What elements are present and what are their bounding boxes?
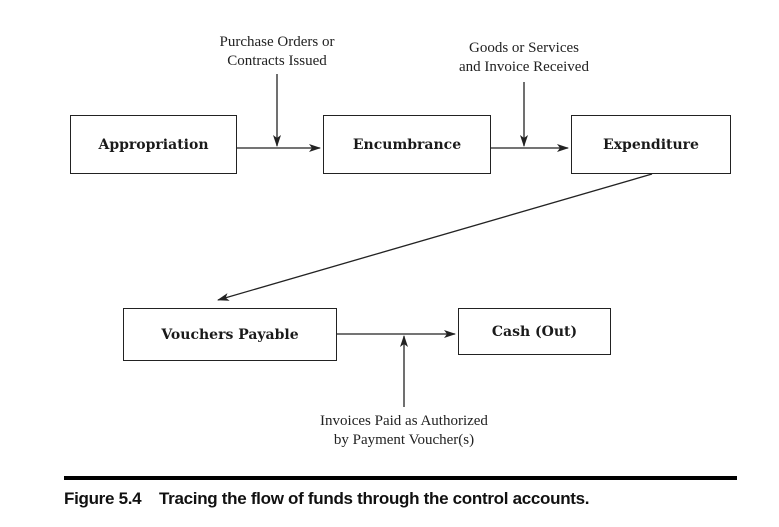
node-vouchers-payable: Vouchers Payable: [123, 308, 337, 361]
node-expenditure: Expenditure: [571, 115, 731, 174]
node-label: Appropriation: [98, 136, 209, 153]
caption-label: Figure 5.4: [64, 489, 142, 508]
annotation-line: Goods or Services: [469, 40, 579, 56]
node-encumbrance: Encumbrance: [323, 115, 491, 174]
figure-caption: Figure 5.4 Tracing the flow of funds thr…: [64, 489, 590, 509]
annotation-line: and Invoice Received: [459, 59, 589, 75]
arrow-expenditure-to-vouchers: [217, 173, 653, 301]
node-label: Encumbrance: [352, 136, 462, 153]
node-label: Vouchers Payable: [161, 326, 299, 343]
annotation-line: Purchase Orders or: [219, 34, 335, 50]
caption-text: Tracing the flow of funds through the co…: [159, 489, 590, 508]
node-appropriation: Appropriation: [70, 115, 237, 174]
node-cash-out: Cash (Out): [458, 308, 611, 355]
annotation-line: by Payment Voucher(s): [333, 432, 475, 448]
annotation-goods-received: Goods or Services and Invoice Received: [444, 39, 604, 77]
caption-rule: [64, 476, 737, 480]
annotation-purchase-orders: Purchase Orders or Contracts Issued: [197, 33, 357, 71]
annotation-line: Contracts Issued: [227, 53, 327, 69]
annotation-line: Invoices Paid as Authorized: [320, 413, 488, 429]
node-label: Cash (Out): [491, 323, 578, 340]
annotation-invoices-paid: Invoices Paid as Authorized by Payment V…: [299, 412, 509, 450]
node-label: Expenditure: [603, 136, 699, 153]
